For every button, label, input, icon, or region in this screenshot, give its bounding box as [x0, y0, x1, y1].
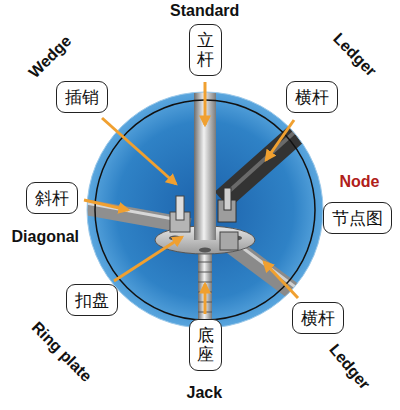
english-label: Wedge [25, 32, 74, 81]
chinese-label: 节点图 [332, 208, 383, 228]
chinese-label: 扣盘 [75, 290, 109, 310]
label-box: Ledger横杆 [286, 81, 338, 113]
standard-pole [194, 80, 216, 252]
pointer-arrow [114, 237, 182, 281]
pointer-arrow [264, 262, 298, 298]
pole-collar [194, 222, 216, 240]
label-box: Ring plate扣盘 [66, 284, 118, 316]
chinese-label: 立杆 [197, 31, 214, 68]
wedge-head [220, 232, 238, 250]
pointer-arrow [204, 284, 207, 314]
pointer-arrow [204, 82, 207, 125]
label-box: Jack底座 [189, 319, 222, 370]
chinese-label: 底座 [197, 326, 214, 363]
chinese-label: 横杆 [295, 87, 329, 107]
english-label: Node [340, 173, 380, 191]
label-box: Node节点图 [323, 202, 392, 234]
english-label: Ledger [326, 341, 374, 393]
label-box: Ledger横杆 [292, 302, 344, 334]
chinese-label: 插销 [65, 87, 99, 107]
label-box: Diagonal斜杆 [26, 182, 78, 214]
pointer-arrows [84, 82, 298, 314]
english-label: Standard [170, 2, 239, 20]
chinese-label: 斜杆 [35, 188, 69, 208]
english-label: Ring plate [28, 319, 95, 386]
english-label: Jack [187, 384, 223, 402]
english-label: Diagonal [12, 228, 80, 246]
label-box: Wedge插销 [56, 81, 108, 113]
chinese-label: 横杆 [301, 308, 335, 328]
ledger-highlight [226, 100, 330, 194]
ring-hole [199, 248, 211, 253]
pointer-arrow [102, 118, 176, 184]
english-label: Ledger [330, 29, 380, 79]
wedge-pin [224, 188, 231, 210]
pointer-arrow [84, 200, 128, 210]
wedge-pin [176, 196, 184, 220]
pointer-arrow [266, 120, 294, 160]
label-box: Standard立杆 [189, 24, 222, 75]
